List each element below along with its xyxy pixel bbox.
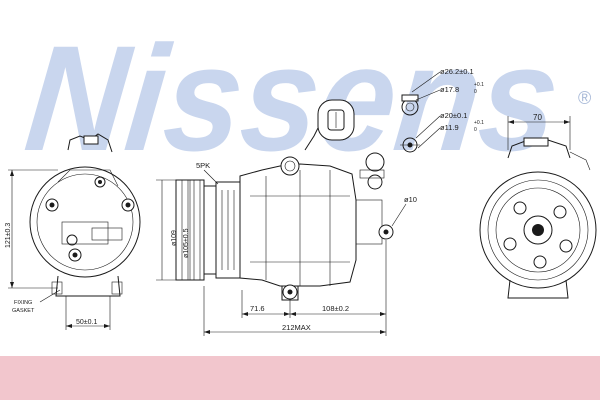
dim-71-6: 71.6 bbox=[250, 304, 265, 313]
dim-d105: ø105±0.5 bbox=[183, 228, 190, 258]
dim-d11-9: ø11.9 bbox=[440, 123, 459, 132]
dim-width-70: 70 bbox=[533, 113, 542, 122]
dim-d10: ø10 bbox=[404, 195, 417, 204]
dim-212-max: 212MAX bbox=[282, 323, 311, 332]
dim-d17-8-tol: +0.1 bbox=[474, 82, 484, 88]
note-fixing: FIXING bbox=[14, 300, 32, 306]
dim-d17-8: ø17.8 bbox=[440, 85, 459, 94]
dim-108: 108±0.2 bbox=[322, 304, 349, 313]
dim-width-50: 50±0.1 bbox=[76, 319, 97, 326]
label-belt-5pk: 5PK bbox=[196, 161, 210, 170]
note-gasket: GASKET bbox=[12, 308, 35, 314]
dim-d26: ø26.2±0.1 bbox=[440, 67, 474, 76]
dim-d11-9-tol: +0.1 bbox=[474, 120, 484, 126]
dim-d17-8-tol2: 0 bbox=[474, 89, 477, 95]
registered-mark: ® bbox=[578, 88, 591, 108]
dim-d109: ø109 bbox=[171, 230, 178, 246]
rear-view: 121±0.3 50±0.1 FIXING GASKET bbox=[5, 133, 141, 330]
dim-height-121: 121±0.3 bbox=[5, 223, 12, 248]
dim-d20: ø20±0.1 bbox=[440, 111, 467, 120]
bottom-band bbox=[0, 356, 600, 400]
front-view: 70 bbox=[479, 113, 597, 299]
watermark-text: Nissens bbox=[19, 14, 567, 182]
dim-d11-9-tol2: 0 bbox=[474, 127, 477, 133]
side-view: ø26.2±0.1 ø17.8 +0.1 0 ø20±0.1 ø11.9 +0.… bbox=[156, 67, 484, 336]
